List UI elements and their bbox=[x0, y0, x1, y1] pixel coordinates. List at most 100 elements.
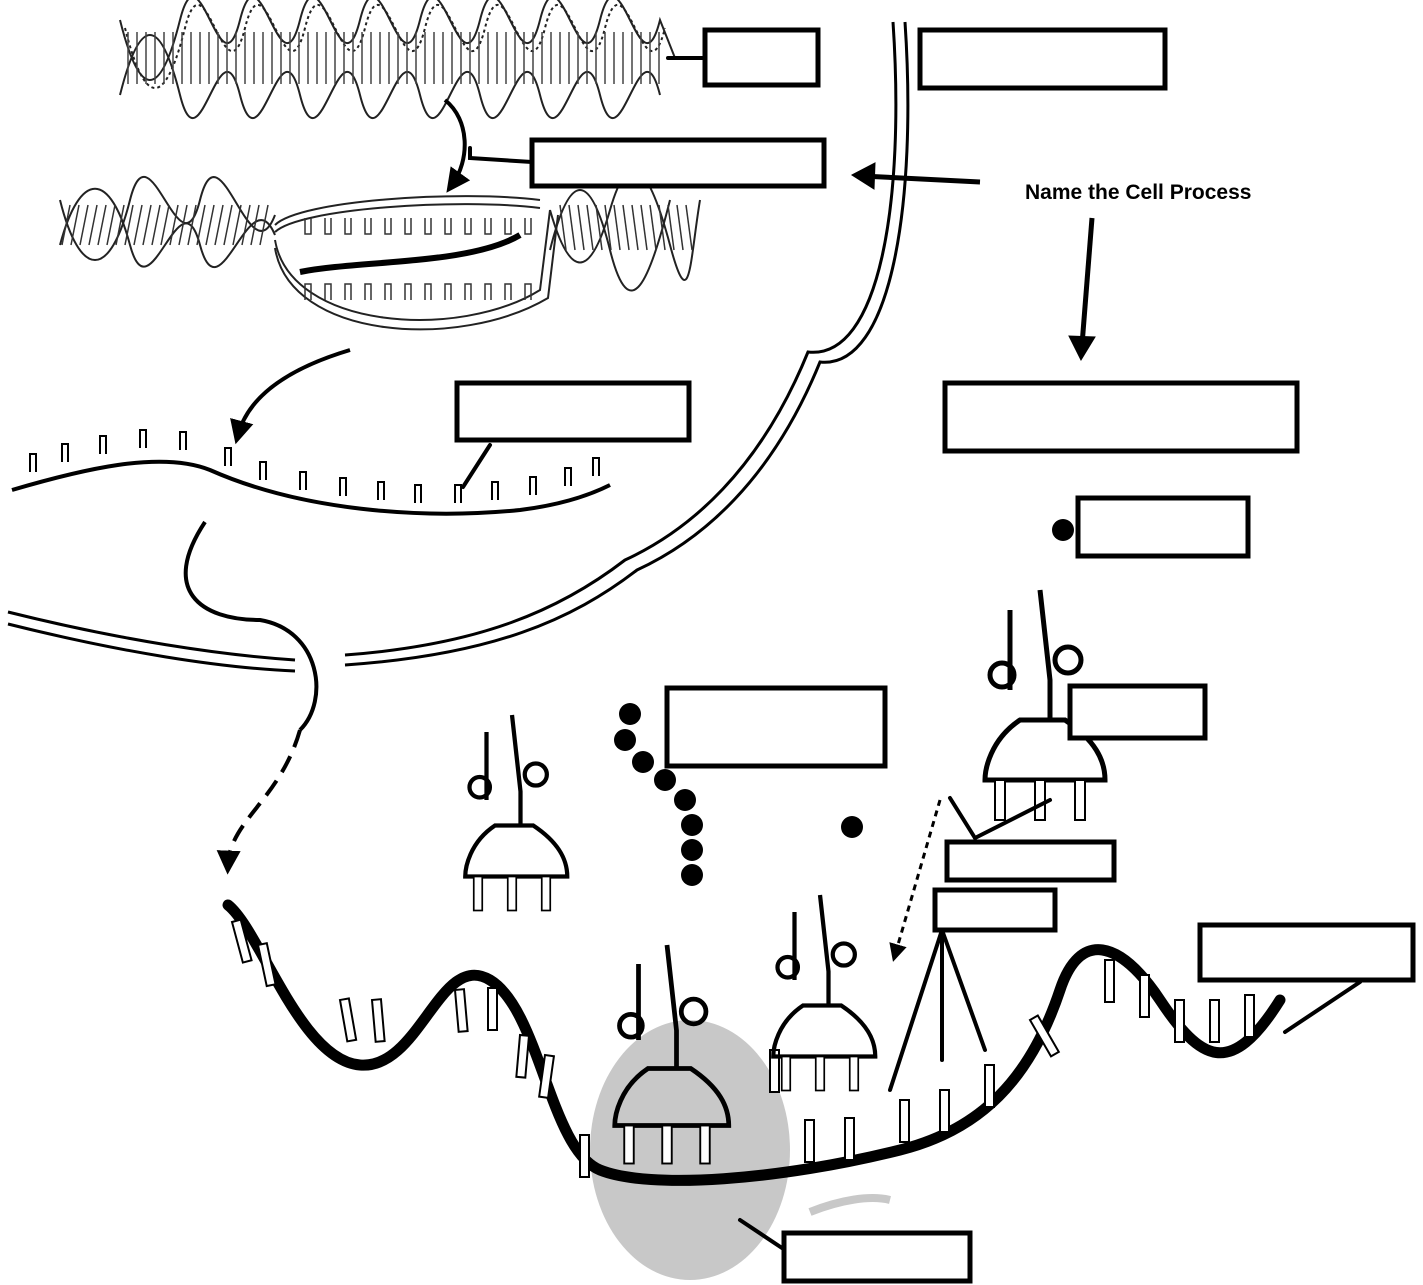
amino-acid-bead bbox=[654, 769, 676, 791]
answer-box-mrna[interactable] bbox=[454, 380, 692, 443]
base-pair bbox=[232, 204, 242, 246]
base-pair bbox=[196, 204, 206, 246]
base-pair bbox=[151, 204, 161, 246]
base-pair bbox=[187, 204, 197, 246]
nucleotide bbox=[364, 218, 372, 235]
base-pair bbox=[223, 204, 233, 246]
answer-box-dna[interactable] bbox=[702, 27, 821, 88]
nucleotide bbox=[61, 443, 69, 462]
answer-box-ribosome[interactable] bbox=[781, 1230, 973, 1284]
leader-lines bbox=[461, 56, 1362, 1252]
nucleotide bbox=[515, 1033, 531, 1079]
nucleotide bbox=[230, 918, 253, 964]
base-pair bbox=[667, 204, 675, 251]
nucleotide bbox=[424, 218, 432, 235]
answer-box-amino-acid[interactable] bbox=[1075, 495, 1251, 559]
nucleotide bbox=[324, 283, 332, 300]
nucleotide bbox=[338, 997, 358, 1043]
base-pair bbox=[214, 204, 224, 246]
base-pair bbox=[70, 204, 80, 246]
transcription-bubble bbox=[59, 169, 701, 331]
nucleotide bbox=[984, 1064, 995, 1108]
nucleotide bbox=[487, 987, 498, 1031]
answer-box-process-transcription[interactable] bbox=[529, 137, 827, 189]
amino-acid-bead bbox=[632, 751, 654, 773]
nucleotide bbox=[484, 283, 492, 300]
answer-box-anticodon[interactable] bbox=[944, 839, 1117, 883]
nucleotide bbox=[1139, 974, 1150, 1018]
nucleotide bbox=[484, 218, 492, 235]
nucleotide bbox=[444, 218, 452, 235]
nucleotide bbox=[491, 481, 499, 500]
base-pair bbox=[250, 204, 260, 246]
answer-box-trna[interactable] bbox=[1067, 683, 1208, 741]
nuclear-envelope bbox=[7, 21, 910, 673]
base-pair bbox=[259, 204, 269, 246]
base-pair bbox=[685, 204, 693, 251]
base-pair bbox=[133, 204, 143, 246]
amino-acid-bead bbox=[674, 789, 696, 811]
nucleotide bbox=[344, 283, 352, 300]
nucleotide bbox=[939, 1089, 950, 1133]
base-pair bbox=[115, 204, 125, 246]
base-pair bbox=[640, 204, 648, 251]
answer-box-mrna-cytoplasm[interactable] bbox=[1197, 922, 1416, 983]
amino-acid-bead bbox=[841, 816, 863, 838]
nucleotide bbox=[804, 1119, 815, 1163]
nucleotide bbox=[564, 467, 572, 486]
dna-double-helix bbox=[119, 0, 676, 120]
base-pair bbox=[622, 204, 630, 251]
base-pair bbox=[631, 204, 639, 251]
nucleotide bbox=[453, 988, 469, 1033]
nucleotide bbox=[454, 484, 462, 503]
base-pair bbox=[88, 204, 98, 246]
answer-boxes bbox=[454, 27, 1416, 1284]
base-pair bbox=[586, 204, 594, 251]
base-pair bbox=[559, 204, 567, 251]
base-pair bbox=[205, 204, 215, 246]
nucleotide bbox=[592, 457, 600, 476]
nucleotide bbox=[384, 283, 392, 300]
base-pair bbox=[604, 204, 612, 251]
nucleotide bbox=[1244, 994, 1255, 1038]
base-pair bbox=[106, 204, 116, 246]
answer-box-nuclear-membrane[interactable] bbox=[917, 27, 1168, 91]
nucleotide bbox=[579, 1134, 590, 1178]
nucleotide bbox=[464, 218, 472, 235]
nucleotide bbox=[344, 218, 352, 235]
nucleotide bbox=[424, 283, 432, 300]
nucleotide bbox=[324, 218, 332, 235]
nucleotide bbox=[384, 218, 392, 235]
polypeptide-chain bbox=[614, 519, 1074, 886]
mrna-strand-nucleus bbox=[11, 429, 611, 516]
nucleotide bbox=[1209, 999, 1220, 1043]
base-pair bbox=[79, 204, 89, 246]
nucleotide bbox=[339, 477, 347, 496]
answer-box-polypeptide[interactable] bbox=[664, 685, 888, 769]
base-pair bbox=[61, 204, 71, 246]
base-pair bbox=[142, 204, 152, 246]
answer-box-process-translation[interactable] bbox=[942, 380, 1300, 454]
flow-arrows bbox=[183, 98, 471, 875]
amino-acid-bead bbox=[1052, 519, 1074, 541]
nucleotide bbox=[504, 283, 512, 300]
base-pair bbox=[568, 204, 576, 251]
nucleotide bbox=[504, 218, 512, 235]
base-pair bbox=[178, 204, 188, 246]
nucleotide bbox=[404, 283, 412, 300]
amino-acid-bead bbox=[619, 703, 641, 725]
base-pair bbox=[169, 204, 179, 246]
nucleotide bbox=[99, 435, 107, 454]
nucleotide bbox=[364, 283, 372, 300]
nucleotide bbox=[524, 283, 532, 300]
nucleotide bbox=[304, 283, 312, 300]
answer-box-codon[interactable] bbox=[932, 887, 1058, 933]
nucleotide bbox=[299, 471, 307, 490]
nucleotide bbox=[414, 484, 422, 503]
nucleotide bbox=[224, 447, 232, 466]
nucleotide bbox=[29, 453, 37, 472]
base-pair bbox=[97, 204, 107, 246]
trna bbox=[612, 944, 732, 1165]
nucleotide bbox=[529, 476, 537, 495]
